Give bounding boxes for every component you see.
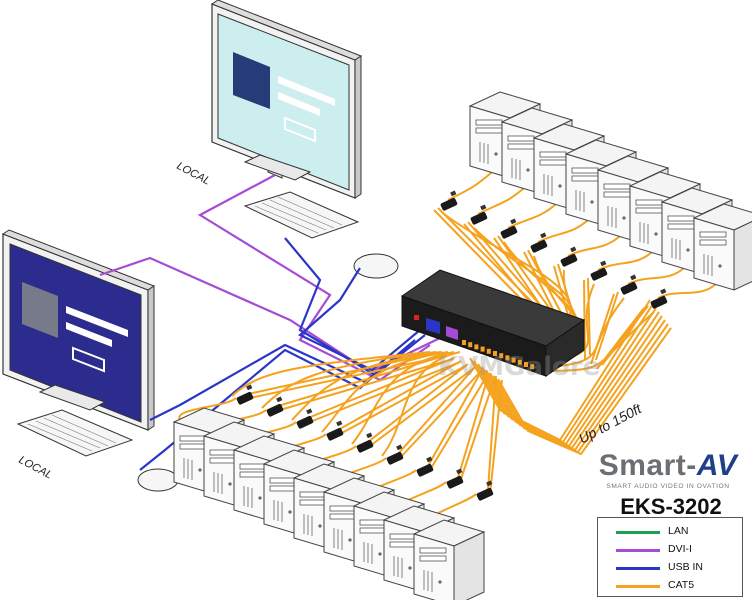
legend-label: USB IN xyxy=(668,561,704,573)
cat5-dongle xyxy=(560,246,578,268)
cat5-cable xyxy=(489,379,503,495)
legend-item-usb-in: USB IN xyxy=(598,560,744,576)
cat5-cable xyxy=(543,297,625,369)
cat5-cable xyxy=(247,351,441,395)
screen-window-block xyxy=(233,52,270,109)
cat5-cable xyxy=(657,283,717,299)
brand-name-text: Smart- xyxy=(598,449,697,482)
cat5-cable xyxy=(487,375,497,491)
cat5-cable xyxy=(447,171,493,201)
cat5-cable xyxy=(459,376,496,483)
cat5-dongle xyxy=(620,274,638,296)
watermark: KVMGalore xyxy=(438,352,601,382)
cat5-cable xyxy=(369,367,475,447)
switch-port xyxy=(462,340,466,345)
cat5-cable xyxy=(427,369,483,467)
cat5-dongle xyxy=(446,468,464,490)
usb-port-connector xyxy=(426,318,440,334)
top-mouse xyxy=(353,253,399,279)
switch-port xyxy=(511,357,516,363)
cat5-dongle xyxy=(530,232,548,254)
legend-item-cat5: CAT5 xyxy=(598,578,744,594)
cat5-cable xyxy=(537,219,589,243)
legend-label: LAN xyxy=(668,525,689,537)
cat5-cable xyxy=(547,311,655,372)
kvm-switch xyxy=(400,269,586,377)
cat5-cable xyxy=(627,267,685,285)
legend-item-dvi-i: DVI-I xyxy=(598,542,744,558)
cat5-dongle xyxy=(440,190,458,212)
cat5-cable xyxy=(497,327,672,456)
top-monitor xyxy=(210,0,363,199)
cat5-cable xyxy=(351,351,455,445)
cat5-dongle xyxy=(590,260,608,282)
cat5-cable xyxy=(477,187,525,215)
cat5-cable xyxy=(429,373,489,471)
cat5-cable xyxy=(231,351,431,397)
top-keyboard xyxy=(243,191,360,239)
legend-item-lan: LAN xyxy=(598,524,744,540)
switch-port xyxy=(499,353,504,359)
model-number: EKS-3202 xyxy=(620,494,722,519)
cat5-cable xyxy=(291,351,443,421)
legend: LAN DVI-I USB IN CAT5 xyxy=(597,517,743,597)
legend-label: CAT5 xyxy=(668,579,695,591)
cat5-cable xyxy=(457,372,490,479)
switch-port xyxy=(517,359,522,365)
cat5-cable xyxy=(337,360,462,431)
cat5-cable xyxy=(597,251,653,271)
switch-port xyxy=(530,364,535,370)
legend-swatch xyxy=(616,585,660,588)
cat5-cable xyxy=(178,397,237,423)
local-bottom-label: LOCAL xyxy=(17,454,54,482)
switch-port xyxy=(474,344,479,350)
cat5-cable xyxy=(339,364,468,435)
cat5-dongle xyxy=(416,456,434,478)
remote-computer xyxy=(413,519,485,600)
cat5-cable xyxy=(307,357,455,419)
screen-window-block-left xyxy=(22,282,58,338)
cat5-cable xyxy=(321,351,449,433)
switch-port xyxy=(468,342,473,348)
legend-swatch xyxy=(616,549,660,552)
legend-swatch xyxy=(616,531,660,534)
cat5-cable xyxy=(507,203,557,229)
cat5-dongle xyxy=(470,204,488,226)
switch-port xyxy=(505,355,510,361)
switch-port xyxy=(480,346,485,352)
legend-swatch xyxy=(616,567,660,570)
switch-port xyxy=(486,348,491,354)
left-keyboard xyxy=(16,409,134,457)
brand-name-av: AV xyxy=(696,449,738,482)
cat5-cable xyxy=(397,366,476,455)
cat5-dongle xyxy=(650,288,668,310)
left-mouse xyxy=(137,468,179,492)
cat5-cable xyxy=(367,363,469,443)
cat5-cable xyxy=(567,235,621,257)
left-monitor xyxy=(1,229,156,431)
remote-computers-top xyxy=(440,91,752,310)
cat5-dongle xyxy=(476,480,494,502)
brand-tagline: SMART AUDIO VIDEO IN OVATION xyxy=(606,483,730,490)
remote-computer xyxy=(693,203,752,291)
cat5-cable xyxy=(587,277,591,356)
switch-port xyxy=(493,351,497,356)
cat5-cable xyxy=(399,370,482,459)
local-top-label: LOCAL xyxy=(175,160,212,188)
cat5-cable xyxy=(381,351,461,457)
legend-label: DVI-I xyxy=(668,543,692,555)
brand-logo: Smart-AV SMART AUDIO VIDEO IN OVATION xyxy=(588,449,748,491)
cat5-dongle xyxy=(266,396,284,418)
cat5-dongle xyxy=(500,218,518,240)
cat5-cable xyxy=(261,351,437,409)
dvi-port-connector xyxy=(446,326,458,340)
switch-port xyxy=(524,362,528,367)
